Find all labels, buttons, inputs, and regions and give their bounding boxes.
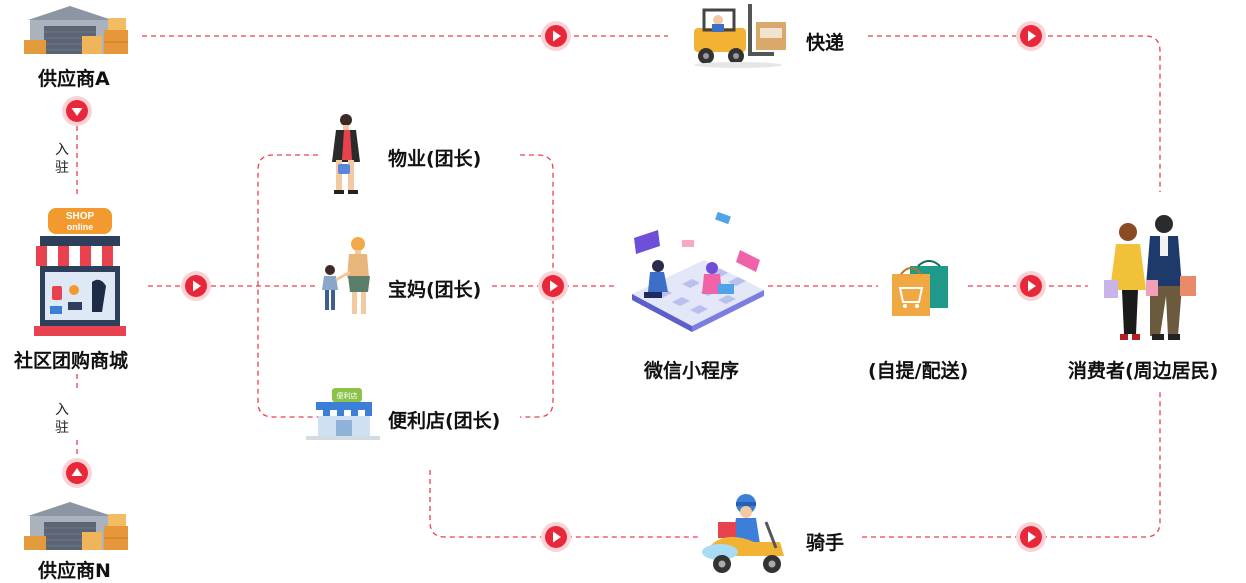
warehouse-icon bbox=[24, 502, 128, 550]
shop-sign-top: SHOP bbox=[66, 211, 95, 222]
warehouse-icon bbox=[24, 6, 128, 54]
right-bracket-line bbox=[520, 154, 554, 418]
mom-with-child-icon bbox=[322, 237, 370, 314]
rider-to-consumer-line bbox=[862, 392, 1161, 538]
arrow-up-icon bbox=[62, 458, 92, 488]
miniprogram-illustration bbox=[632, 211, 764, 332]
pickup-delivery-label: (自提/配送) bbox=[868, 360, 969, 382]
join-label-bottom: 入驻 bbox=[55, 402, 69, 436]
arrow-right-icon bbox=[541, 21, 571, 51]
supplier-a-label: 供应商A bbox=[38, 68, 110, 90]
consumer-label: 消费者(周边居民) bbox=[1068, 360, 1219, 382]
consumers-couple-icon bbox=[1104, 215, 1196, 340]
woman-leader-icon bbox=[332, 114, 360, 194]
supplier-n-label: 供应商N bbox=[38, 560, 111, 582]
arrow-right-icon bbox=[1016, 21, 1046, 51]
online-shop-icon: SHOP online bbox=[34, 208, 126, 336]
express-label: 快递 bbox=[806, 32, 845, 54]
forklift-icon bbox=[694, 4, 786, 68]
delivery-rider-icon bbox=[702, 494, 784, 573]
mom-leader-label: 宝妈(团长) bbox=[388, 279, 482, 301]
arrow-right-icon bbox=[1016, 271, 1046, 301]
store-sign: 便利店 bbox=[337, 391, 358, 400]
arrow-right-icon bbox=[541, 522, 571, 552]
convenience-store-icon: 便利店 bbox=[306, 388, 380, 440]
arrow-right-icon bbox=[538, 271, 568, 301]
left-bracket-line bbox=[257, 154, 318, 418]
shop-sign-bottom: online bbox=[67, 222, 94, 232]
shopping-bags-icon bbox=[892, 260, 948, 316]
arrow-down-icon bbox=[62, 96, 92, 126]
store-leader-label: 便利店(团长) bbox=[388, 410, 501, 432]
arrow-right-icon bbox=[1016, 522, 1046, 552]
property-leader-label: 物业(团长) bbox=[388, 148, 482, 170]
arrow-right-icon bbox=[181, 271, 211, 301]
mall-label: 社区团购商城 bbox=[14, 350, 129, 372]
rider-label: 骑手 bbox=[806, 532, 845, 554]
join-label-top: 入驻 bbox=[55, 142, 69, 176]
store-to-rider-line bbox=[429, 470, 700, 538]
miniprogram-label: 微信小程序 bbox=[644, 360, 740, 382]
express-to-consumer-line bbox=[868, 35, 1161, 192]
